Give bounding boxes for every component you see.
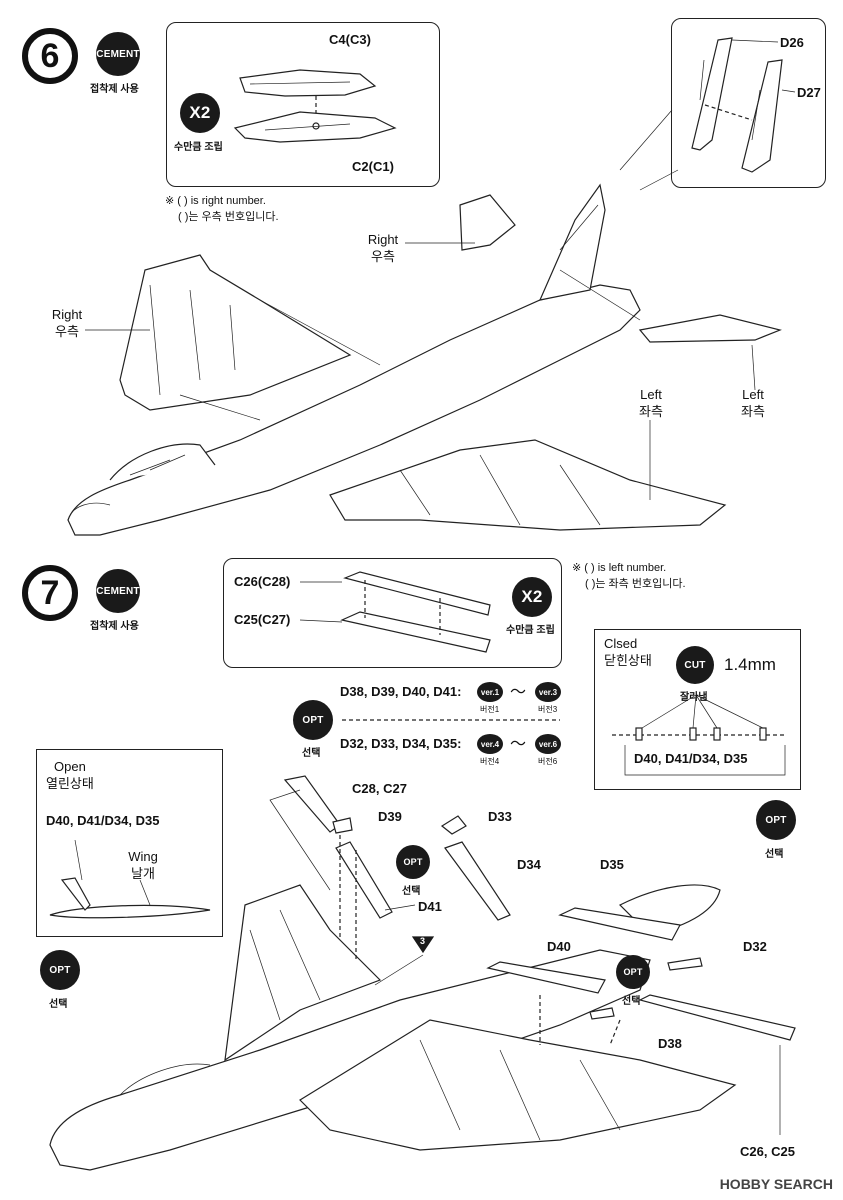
x2-caption-step7: 수만큼 조립 <box>506 625 555 636</box>
opt-caption-left: 선택 <box>49 999 68 1010</box>
label-left-wing-ko: 좌측 <box>639 404 663 419</box>
label-left-tail-en: Left <box>742 387 764 402</box>
open-state-diagram <box>49 839 211 919</box>
note-right-number-en: ※ ( ) is right number. <box>165 195 266 207</box>
cement-badge-step6: CEMENT <box>96 32 140 76</box>
part-d34: D34 <box>517 857 541 872</box>
ver6-caption: 버전6 <box>538 757 558 766</box>
ref-step-3: 3 <box>420 936 426 946</box>
part-c25-c27: C25(C27) <box>234 612 291 627</box>
ver4-caption: 버전4 <box>480 757 500 766</box>
ver6-badge: ver.6 <box>535 734 561 754</box>
part-d38: D38 <box>658 1036 682 1051</box>
opt-badge-mid: OPT <box>396 845 430 879</box>
cement-badge-step7: CEMENT <box>96 569 140 613</box>
ver1-badge: ver.1 <box>477 682 503 702</box>
opt-badge-small: OPT <box>616 955 650 989</box>
ver1-caption: 버전1 <box>480 705 500 714</box>
step7-inset-parts <box>299 571 491 653</box>
cut-caption: 잘라냄 <box>680 692 708 703</box>
opt-badge-main: OPT <box>293 700 333 740</box>
part-d40: D40 <box>547 939 571 954</box>
opt-caption-small: 선택 <box>622 996 641 1007</box>
watermark: HOBBY SEARCH <box>719 1176 833 1192</box>
step6-tail-parts <box>691 37 783 173</box>
part-c28-c27: C28, C27 <box>352 781 407 796</box>
step7-inset-box <box>223 558 562 668</box>
tail-inset-box <box>671 18 826 188</box>
x2-caption-step6: 수만큼 조립 <box>174 142 223 153</box>
closed-title-en: Clsed <box>604 636 638 651</box>
part-d35: D35 <box>600 857 624 872</box>
label-right-wing-ko: 우측 <box>55 324 79 339</box>
open-title-ko: 열린상태 <box>46 776 94 791</box>
part-d27: D27 <box>797 85 821 100</box>
opt-caption-right: 선택 <box>765 849 784 860</box>
opt-badge-left: OPT <box>40 950 80 990</box>
step-6-number: 6 <box>22 28 78 84</box>
step-7-number: 7 <box>22 565 78 621</box>
step6-aircraft <box>67 183 782 536</box>
cut-badge: CUT <box>676 646 714 684</box>
ver4-badge: ver.4 <box>477 734 503 754</box>
closed-state-box <box>594 629 801 790</box>
note-left-number-ko: ( )는 좌측 번호입니다. <box>585 578 686 590</box>
label-right-tail-ko: 우측 <box>371 249 395 264</box>
open-wing-en: Wing <box>128 849 158 864</box>
option-row2-parts: D32, D33, D34, D35: <box>340 736 462 751</box>
part-d33: D33 <box>488 809 512 824</box>
part-c2-c1: C2(C1) <box>352 159 394 174</box>
part-d26: D26 <box>780 35 804 50</box>
open-state-box <box>36 749 223 937</box>
opt-caption-main: 선택 <box>302 748 321 759</box>
label-right-tail-en: Right <box>367 232 399 247</box>
open-parts: D40, D41/D34, D35 <box>46 813 160 828</box>
step7-aircraft <box>49 775 796 1171</box>
label-left-wing-en: Left <box>640 387 662 402</box>
ver3-badge: ver.3 <box>535 682 561 702</box>
label-right-wing-en: Right <box>51 307 83 322</box>
cut-dimension: 1.4mm <box>724 655 776 674</box>
cement-caption-step7: 접착제 사용 <box>90 621 139 632</box>
part-d32: D32 <box>743 939 767 954</box>
open-title-en: Open <box>54 759 86 774</box>
x2-badge-step6: X2 <box>180 93 220 133</box>
tilde-row1: ～ <box>510 684 527 701</box>
part-c26-c28: C26(C28) <box>234 574 291 589</box>
closed-state-diagram <box>612 694 786 776</box>
part-d39: D39 <box>378 809 402 824</box>
part-c4-c3: C4(C3) <box>329 32 371 47</box>
open-wing-ko: 날개 <box>131 866 155 881</box>
opt-badge-right: OPT <box>756 800 796 840</box>
part-c26-c25: C26, C25 <box>740 1144 795 1159</box>
step6-inset-box <box>166 22 440 187</box>
note-left-number-en: ※ ( ) is left number. <box>572 562 667 574</box>
note-right-number-ko: ( )는 우측 번호입니다. <box>178 211 279 223</box>
tilde-row2: ～ <box>510 736 527 753</box>
x2-badge-step7: X2 <box>512 577 552 617</box>
option-row1-parts: D38, D39, D40, D41: <box>340 684 462 699</box>
opt-caption-mid: 선택 <box>402 886 421 897</box>
cement-caption-step6: 접착제 사용 <box>90 84 139 95</box>
closed-title-ko: 닫힌상태 <box>604 653 652 668</box>
closed-parts: D40, D41/D34, D35 <box>634 751 748 766</box>
label-left-tail-ko: 좌측 <box>741 404 765 419</box>
ver3-caption: 버전3 <box>538 705 558 714</box>
step6-inset-parts <box>233 69 397 143</box>
part-d41: D41 <box>418 899 442 914</box>
